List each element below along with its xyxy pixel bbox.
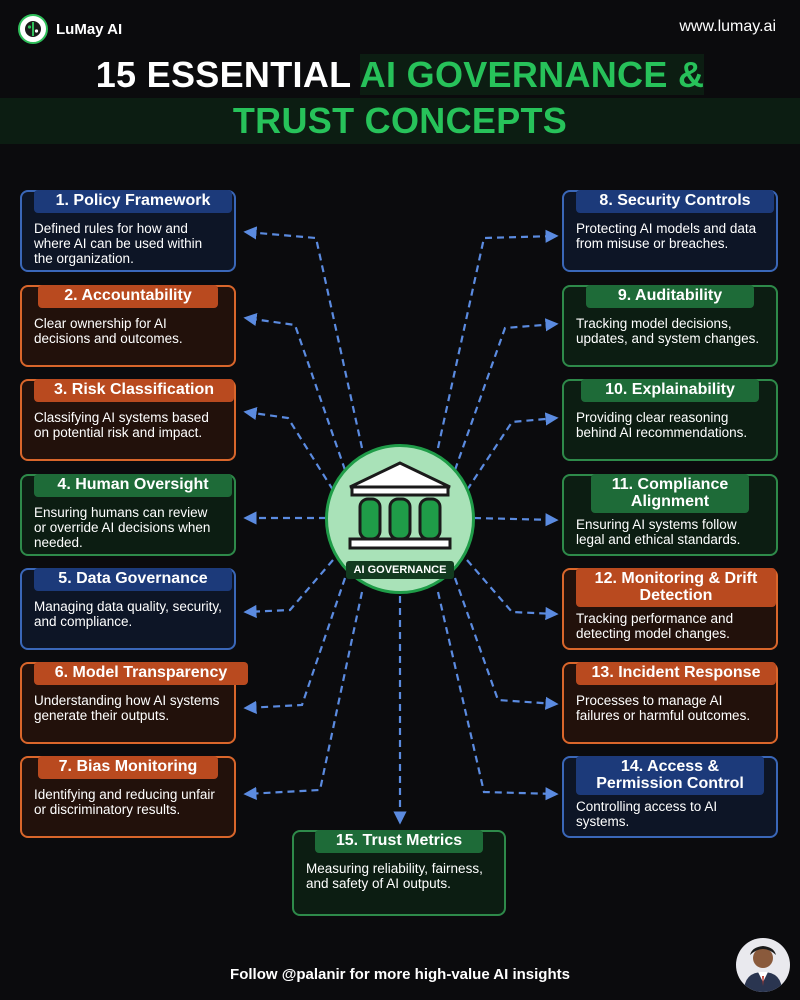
arrow-7 bbox=[243, 591, 364, 801]
concept-card-7: 7. Bias Monitoring Identifying and reduc… bbox=[20, 756, 236, 838]
concept-card-13: 13. Incident Response Processes to manag… bbox=[562, 662, 778, 744]
footer-text: Follow @palanir for more high-value AI i… bbox=[230, 966, 570, 983]
concept-card-9: 9. Auditability Tracking model decisions… bbox=[562, 285, 778, 367]
hub-label: AI GOVERNANCE bbox=[346, 561, 454, 579]
brain-logo-icon bbox=[18, 14, 48, 44]
concept-card-1: 1. Policy Framework Defined rules for ho… bbox=[20, 190, 236, 272]
concept-card-10: 10. Explainability Providing clear reaso… bbox=[562, 379, 778, 461]
page-title: 15 ESSENTIAL AI GOVERNANCE & TRUST CONCE… bbox=[0, 52, 800, 144]
arrow-8 bbox=[436, 229, 559, 449]
arrow-12 bbox=[466, 559, 559, 621]
arrow-1 bbox=[243, 226, 364, 449]
concept-card-12: 12. Monitoring & Drift Detection Trackin… bbox=[562, 568, 778, 650]
ai-governance-hub: AI GOVERNANCE bbox=[325, 444, 475, 594]
arrow-13 bbox=[453, 577, 559, 710]
concept-card-4: 4. Human Oversight Ensuring humans can r… bbox=[20, 474, 236, 556]
concept-card-5: 5. Data Governance Managing data quality… bbox=[20, 568, 236, 650]
concept-card-3: 3. Risk Classification Classifying AI sy… bbox=[20, 379, 236, 461]
concept-card-6: 6. Model Transparency Understanding how … bbox=[20, 662, 248, 744]
concept-card-15: 15. Trust Metrics Measuring reliability,… bbox=[292, 830, 506, 916]
arrow-3 bbox=[243, 406, 334, 491]
concept-card-14: 14. Access & Permission Control Controll… bbox=[562, 756, 778, 838]
avatar bbox=[736, 938, 790, 992]
website-link[interactable]: www.lumay.ai bbox=[679, 18, 776, 35]
arrow-14 bbox=[436, 591, 559, 801]
arrow-10 bbox=[466, 412, 559, 491]
arrow-6 bbox=[243, 577, 347, 715]
concept-card-8: 8. Security Controls Protecting AI model… bbox=[562, 190, 778, 272]
arrow-11 bbox=[473, 513, 559, 527]
arrow-9 bbox=[453, 318, 559, 471]
concept-card-11: 11. Compliance Alignment Ensuring AI sys… bbox=[562, 474, 778, 556]
brand: LuMay AI bbox=[18, 14, 122, 44]
brand-name: LuMay AI bbox=[56, 20, 123, 38]
arrow-2 bbox=[243, 312, 347, 471]
arrow-5 bbox=[243, 559, 334, 619]
concept-card-2: 2. Accountability Clear ownership for AI… bbox=[20, 285, 236, 367]
bank-building-icon bbox=[348, 461, 452, 550]
